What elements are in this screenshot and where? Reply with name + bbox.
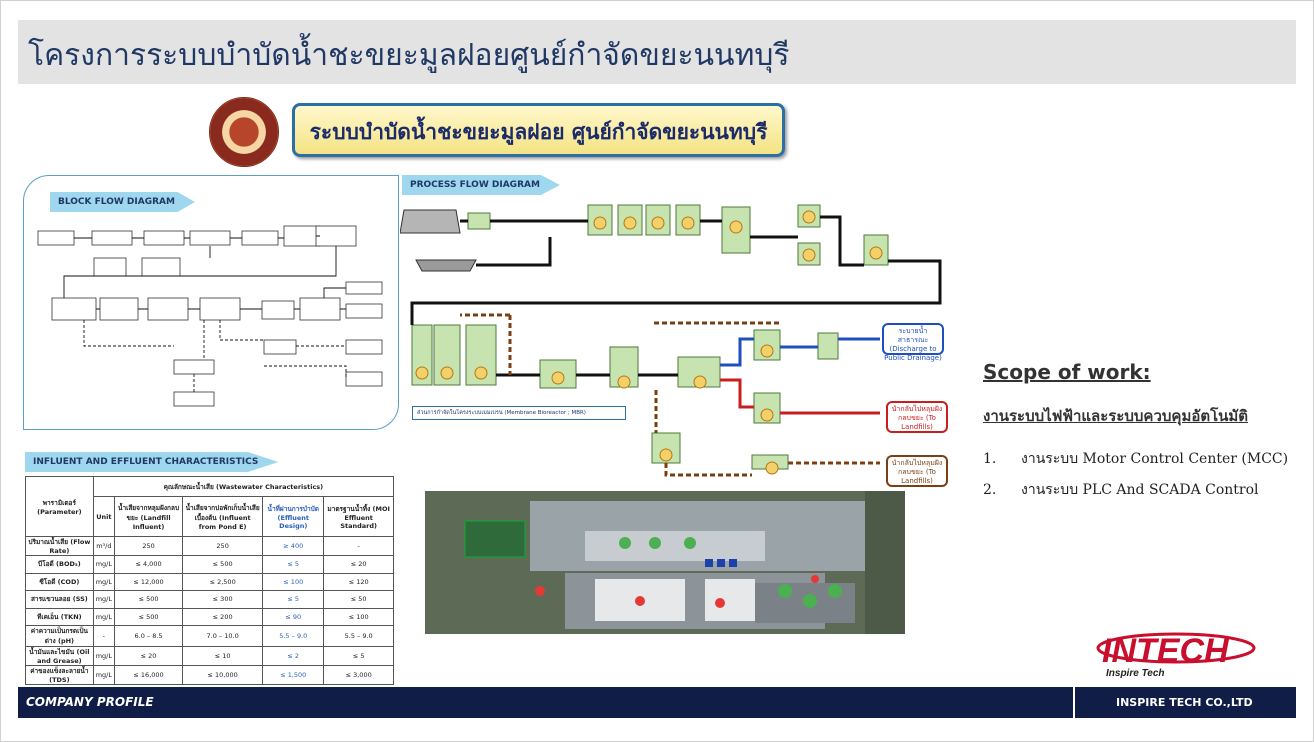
cell-pond: 7.0 – 10.0 <box>182 625 264 647</box>
project-banner: ระบบบำบัดน้ำชะขยะมูลฝอย ศูนย์กำจัดขยะนนท… <box>292 103 785 157</box>
footer-divider <box>1073 687 1075 718</box>
col-param: พารามิเตอร์ (Parameter) <box>25 476 94 537</box>
table-row: บีโอดี (BOD₅)mg/L≤ 4,000≤ 500≤ 5≤ 20 <box>25 555 394 574</box>
cell-landfill: 250 <box>113 536 184 556</box>
cell-landfill: ≤ 4,000 <box>113 555 184 574</box>
cell-design: ≤ 90 <box>262 607 325 626</box>
cell-param: บีโอดี (BOD₅) <box>25 555 94 574</box>
cell-landfill: ≤ 20 <box>113 646 184 666</box>
process-flow-chart <box>400 204 942 477</box>
cell-unit: mg/L <box>92 590 116 609</box>
output-public-drainage: ระบายน้ำสาธารณะ (Discharge to Public Dra… <box>882 323 944 362</box>
cell-unit: mg/L <box>92 607 116 626</box>
cell-unit: m³/d <box>92 536 116 556</box>
cell-param: ค่าความเป็นกรดเป็นด่าง (pH) <box>25 625 94 647</box>
process-flow-diagram: PROCESS FLOW DIAGRAM <box>400 175 960 487</box>
cell-standard: ≤ 50 <box>323 590 394 609</box>
scope-item-text: งานระบบ Motor Control Center (MCC) <box>1021 451 1289 467</box>
cell-unit: mg/L <box>92 555 116 574</box>
mbr-label: ส่วนการกำจัดในโครงระบบเมมเบรน (Membrane … <box>412 406 626 420</box>
scope-item-2: 2. งานระบบ PLC And SCADA Control <box>983 479 1259 501</box>
table-row: ค่าของแข็งละลายน้ำ (TDS)mg/L≤ 16,000≤ 10… <box>25 665 394 685</box>
cell-standard: ≤ 100 <box>323 607 394 626</box>
footer-bar: COMPANY PROFILE INSPIRE TECH CO.,LTD <box>18 687 1296 718</box>
scope-item-number: 2. <box>983 482 997 498</box>
cell-standard: ≤ 20 <box>323 555 394 574</box>
col-group: คุณลักษณะน้ำเสีย (Wastewater Characteris… <box>92 476 395 497</box>
col-standard: มาตรฐานน้ำทิ้ง (MOI Effluent Standard) <box>323 496 394 537</box>
cell-standard: - <box>323 536 394 556</box>
cell-pond: ≤ 2,500 <box>182 572 264 591</box>
cell-design: ≤ 1,500 <box>262 665 325 685</box>
title-bar: โครงการระบบบำบัดน้ำชะขยะมูลฝอยศูนย์กำจัด… <box>18 20 1296 84</box>
cell-landfill: ≤ 500 <box>113 607 184 626</box>
cell-standard: ≤ 120 <box>323 572 394 591</box>
scope-item-number: 1. <box>983 451 997 467</box>
cell-design: ≤ 5 <box>262 590 325 609</box>
cell-landfill: ≤ 12,000 <box>113 572 184 591</box>
scope-heading: Scope of work: <box>983 360 1151 384</box>
cell-standard: 5.5 – 9.0 <box>323 625 394 647</box>
table-row: น้ำมันและไขมัน (Oil and Grease)mg/L≤ 20≤… <box>25 646 394 666</box>
cell-landfill: ≤ 500 <box>113 590 184 609</box>
cell-param: ปริมาณน้ำเสีย (Flow Rate) <box>25 536 94 556</box>
cell-design: ≤ 5 <box>262 555 325 574</box>
cell-standard: ≤ 5 <box>323 646 394 666</box>
cell-pond: ≤ 300 <box>182 590 264 609</box>
block-flow-diagram: BLOCK FLOW DIAGRAM <box>23 175 399 430</box>
table-row: ทีเคเอ็น (TKN)mg/L≤ 500≤ 200≤ 90≤ 100 <box>25 607 394 626</box>
col-design: น้ำที่ผ่านการบำบัด (Effluent Design) <box>262 496 325 537</box>
block-flow-tag: BLOCK FLOW DIAGRAM <box>50 192 195 212</box>
col-pond: น้ำเสียจากบ่อพักเก็บน้ำเสียเบื้องต้น (In… <box>182 496 264 537</box>
table-row: ซีโอดี (COD)mg/L≤ 12,000≤ 2,500≤ 100≤ 12… <box>25 572 394 591</box>
cell-param: ซีโอดี (COD) <box>25 572 94 591</box>
cell-landfill: ≤ 16,000 <box>113 665 184 685</box>
col-landfill: น้ำเสียจากหลุมฝังกลบขยะ (Landfill Influe… <box>113 496 184 537</box>
cell-pond: 250 <box>182 536 264 556</box>
cell-pond: ≤ 10,000 <box>182 665 264 685</box>
cell-pond: ≤ 10 <box>182 646 264 666</box>
cell-unit: - <box>92 625 116 647</box>
cell-param: ทีเคเอ็น (TKN) <box>25 607 94 626</box>
logo-subtext: Inspire Tech <box>1106 668 1165 679</box>
cell-landfill: 6.0 – 8.5 <box>113 625 184 647</box>
output-landfill-2: นำกลับไปหลุมฝังกลบขยะ (To Landfills) <box>886 455 948 487</box>
table-row: สารแขวนลอย (SS)mg/L≤ 500≤ 300≤ 5≤ 50 <box>25 590 394 609</box>
scope-item-text: งานระบบ PLC And SCADA Control <box>1021 482 1259 498</box>
cell-unit: mg/L <box>92 665 116 685</box>
cell-design: 5.5 – 9.0 <box>262 625 325 647</box>
output-landfill-1: นำกลับไปหลุมฝังกลบขยะ (To Landfills) <box>886 401 948 433</box>
logo-text: INTECH <box>1102 632 1230 670</box>
cell-pond: ≤ 200 <box>182 607 264 626</box>
scope-item-1: 1. งานระบบ Motor Control Center (MCC) <box>983 448 1288 470</box>
cell-unit: mg/L <box>92 572 116 591</box>
page-title: โครงการระบบบำบัดน้ำชะขยะมูลฝอยศูนย์กำจัด… <box>28 38 790 73</box>
scope-subheading: งานระบบไฟฟ้าและระบบควบคุมอัตโนมัติ <box>983 407 1249 425</box>
municipality-seal-icon <box>209 97 279 167</box>
process-flow-tag: PROCESS FLOW DIAGRAM <box>402 175 560 195</box>
cell-param: สารแขวนลอย (SS) <box>25 590 94 609</box>
banner-text: ระบบบำบัดน้ำชะขยะมูลฝอย ศูนย์กำจัดขยะนนท… <box>309 120 768 144</box>
cell-standard: ≤ 3,000 <box>323 665 394 685</box>
intech-logo-icon: INTECH Inspire Tech <box>1096 632 1256 679</box>
characteristics-table: พารามิเตอร์ (Parameter) คุณลักษณะน้ำเสีย… <box>25 476 395 685</box>
intech-logo: INTECH Inspire Tech <box>1096 626 1256 680</box>
cell-param: น้ำมันและไขมัน (Oil and Grease) <box>25 646 94 666</box>
footer-company-profile: COMPANY PROFILE <box>26 695 154 709</box>
cell-design: ≥ 400 <box>262 536 325 556</box>
cell-unit: mg/L <box>92 646 116 666</box>
block-flow-chart <box>37 225 383 407</box>
cell-pond: ≤ 500 <box>182 555 264 574</box>
site-plan-drawing <box>425 491 905 634</box>
col-unit: Unit <box>92 496 116 537</box>
footer-company-name: INSPIRE TECH CO.,LTD <box>1116 696 1253 709</box>
cell-design: ≤ 100 <box>262 572 325 591</box>
characteristics-tag: INFLUENT AND EFFLUENT CHARACTERISTICS <box>25 452 279 472</box>
site-plan-image <box>425 491 905 634</box>
cell-design: ≤ 2 <box>262 646 325 666</box>
cell-param: ค่าของแข็งละลายน้ำ (TDS) <box>25 665 94 685</box>
